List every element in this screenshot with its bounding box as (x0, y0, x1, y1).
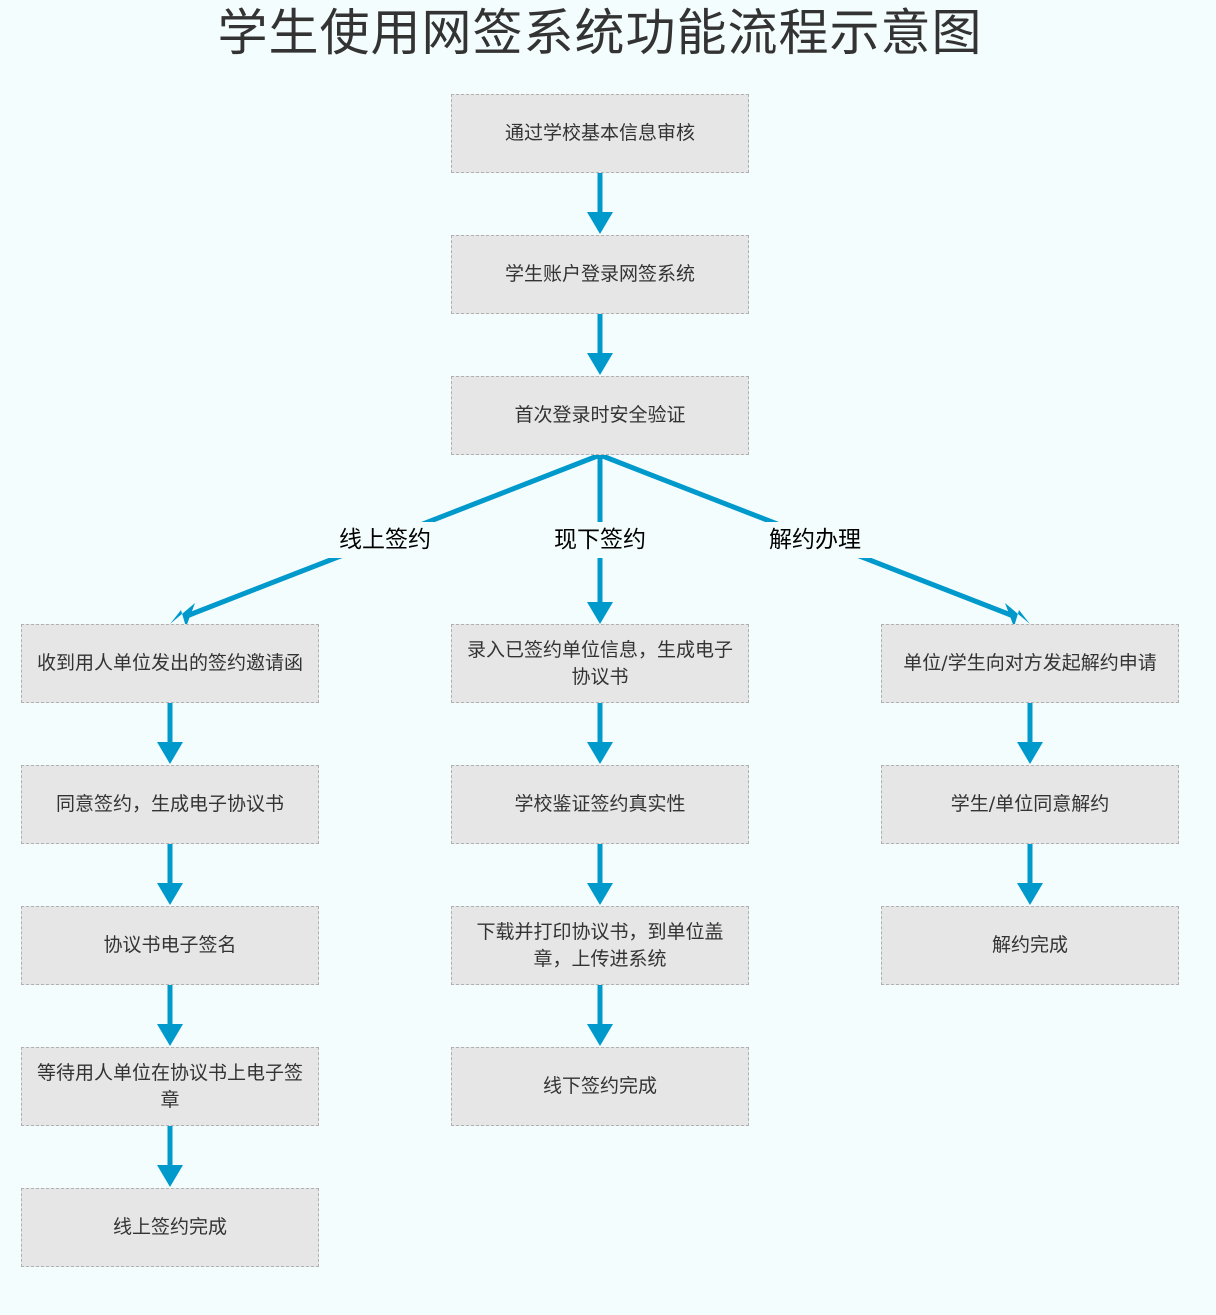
arrowhead (157, 1165, 183, 1187)
branch-label-online: 线上签约 (325, 522, 445, 558)
diagram-title: 学生使用网签系统功能流程示意图 (217, 4, 983, 62)
termination-step-agree: 学生/单位同意解约 (881, 765, 1179, 844)
step-security-verification: 首次登录时安全验证 (451, 376, 749, 455)
arrowhead (587, 742, 613, 764)
termination-step-complete: 解约完成 (881, 906, 1179, 985)
online-step-e-signature: 协议书电子签名 (21, 906, 319, 985)
arrowhead (1005, 603, 1030, 627)
arrowhead (1017, 742, 1043, 764)
offline-step-enter-info: 录入已签约单位信息，生成电子协议书 (451, 624, 749, 703)
branch-label-offline: 现下签约 (540, 522, 660, 558)
arrowhead (157, 1024, 183, 1046)
arrowhead (587, 1024, 613, 1046)
offline-step-complete: 线下签约完成 (451, 1047, 749, 1126)
arrowhead (587, 353, 613, 375)
branch-label-termination: 解约办理 (755, 522, 875, 558)
arrowhead (587, 212, 613, 234)
online-step-wait-employer-seal: 等待用人单位在协议书上电子签章 (21, 1047, 319, 1126)
step-student-login: 学生账户登录网签系统 (451, 235, 749, 314)
arrowhead (170, 603, 195, 627)
arrowhead (157, 883, 183, 905)
online-step-receive-invitation: 收到用人单位发出的签约邀请函 (21, 624, 319, 703)
online-step-complete: 线上签约完成 (21, 1188, 319, 1267)
arrowhead (587, 883, 613, 905)
arrowhead (587, 602, 613, 624)
step-basic-info-review: 通过学校基本信息审核 (451, 94, 749, 173)
offline-step-print-stamp-upload: 下载并打印协议书，到单位盖章，上传进系统 (451, 906, 749, 985)
arrowhead (1017, 883, 1043, 905)
offline-step-school-verify: 学校鉴证签约真实性 (451, 765, 749, 844)
online-step-agree-generate: 同意签约，生成电子协议书 (21, 765, 319, 844)
termination-step-request: 单位/学生向对方发起解约申请 (881, 624, 1179, 703)
arrowhead (157, 742, 183, 764)
